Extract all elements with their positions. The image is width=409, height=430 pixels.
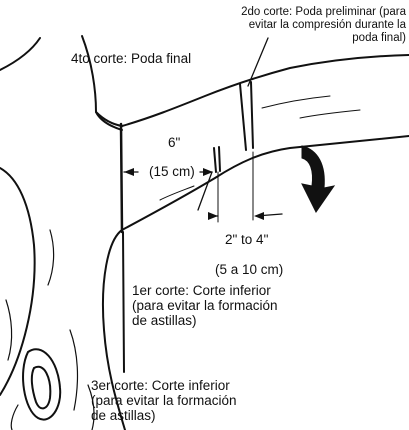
distance-5-10cm: (5 a 10 cm): [215, 262, 284, 277]
second-cut-label: 2do corte: Poda preliminar (para evitar …: [241, 6, 406, 44]
dim-24-arrowhead-right: [254, 212, 264, 220]
bark-line-5: [47, 229, 55, 286]
third-cut-label: 3er corte: Corte inferior (para evitar l…: [91, 378, 237, 423]
distance-6in: 6": [168, 135, 181, 150]
trunk-knot: [22, 348, 62, 421]
bark-line-3: [87, 384, 95, 430]
leader-second-cut: [247, 37, 269, 87]
third-cut-line: [122, 231, 125, 373]
dim-6in-arrowhead-right: [203, 168, 213, 176]
dim-6in-arrowhead-left: [124, 168, 134, 176]
branch-lower-edge: [121, 135, 409, 231]
trunk-left-outline: [0, 37, 41, 396]
dim-24-ext: [217, 151, 254, 223]
fall-direction-arrow: [301, 145, 336, 213]
trunk-knot-inner: [30, 365, 52, 410]
second-cut-line: [239, 81, 254, 151]
branch-grain-3: [159, 185, 195, 201]
fourth-cut-label: 4to corte: Poda final: [71, 51, 192, 66]
collar: [95, 111, 123, 127]
bark-line-2: [69, 329, 79, 411]
fourth-cut-line: [119, 122, 124, 234]
branch-grain-1: [261, 95, 331, 109]
distance-2-4in: 2" to 4": [225, 232, 269, 247]
first-cut-label: 1er corte: Corte inferior (para evitar l…: [132, 283, 278, 328]
first-cut-stub: [213, 146, 221, 173]
bark-line-1: [5, 299, 13, 361]
leader-first-cut: [197, 171, 213, 211]
distance-15cm: (15 cm): [149, 164, 195, 179]
dim-24-arrowhead-left: [208, 212, 218, 220]
branch-grain-2: [299, 109, 361, 119]
trunk-right-outline: [81, 35, 126, 430]
bark-line-4: [10, 404, 19, 430]
